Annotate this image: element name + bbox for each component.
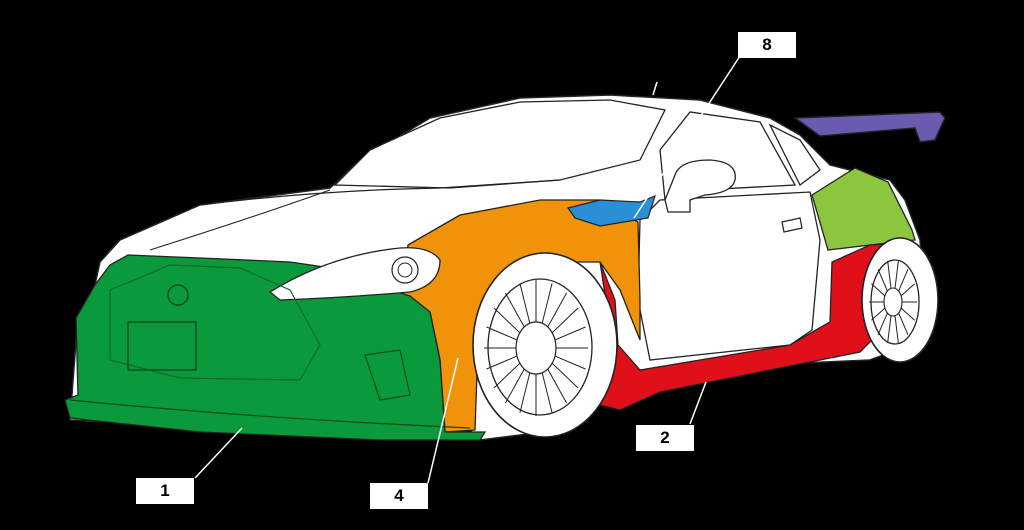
hood-line [199, 179, 561, 206]
callout-label-2: 2 [636, 425, 694, 451]
leader-line-4 [427, 357, 459, 484]
wheel-spoke [871, 307, 886, 321]
wheel-spoke [898, 268, 909, 292]
side-mirror [664, 159, 736, 213]
wheel-spoke [877, 312, 888, 336]
wheel-spoke [554, 326, 586, 341]
wheel-spoke [554, 355, 586, 370]
wheel-spoke [887, 260, 892, 289]
rear-quarter-window [768, 123, 821, 186]
wheel-spoke [504, 368, 525, 404]
rear-fender [811, 167, 916, 251]
wheel-spoke [877, 268, 888, 292]
fog-light [364, 349, 411, 401]
antenna [652, 81, 658, 96]
wheel-spoke [894, 260, 899, 289]
wheel-spoke [519, 372, 531, 413]
wheel-spoke [547, 368, 568, 404]
callout-label-1: 1 [136, 478, 194, 504]
callout-label-8: 8 [738, 32, 796, 58]
wheel-spoke [900, 283, 915, 297]
door-panel [637, 191, 821, 361]
wheel-spoke [493, 307, 521, 334]
bumper-lip-line [69, 399, 471, 429]
wheel-spoke [887, 315, 892, 344]
fender-duct [567, 194, 656, 227]
leader-line-1 [194, 427, 243, 479]
wheel-spoke [486, 326, 518, 341]
wheel-spoke [519, 283, 531, 324]
leader-line-2 [689, 381, 707, 425]
front-wheel [472, 252, 618, 438]
wheel-spoke [504, 292, 525, 328]
callout-label-4: 4 [370, 483, 428, 509]
wheel-spoke [894, 315, 899, 344]
wheel-spoke [551, 307, 579, 334]
wheel-spoke [493, 362, 521, 389]
wheel-spoke [486, 355, 518, 370]
rear-wheel [861, 237, 939, 363]
hood-crease [149, 189, 331, 251]
front-grille [109, 264, 321, 381]
wheel-spoke [541, 283, 553, 324]
license-plate [127, 321, 197, 371]
door-handle [781, 217, 803, 233]
front-emblem [167, 284, 189, 306]
rear-wing [792, 111, 946, 143]
headlight-lens-inner [397, 262, 413, 278]
wheel-spoke [551, 362, 579, 389]
wheel-spoke [871, 283, 886, 297]
leader-line-8 [633, 55, 741, 219]
wheel-spoke [900, 307, 915, 321]
wheel-spoke [547, 292, 568, 328]
wheel-spoke [541, 372, 553, 413]
wheel-spoke [898, 312, 909, 336]
